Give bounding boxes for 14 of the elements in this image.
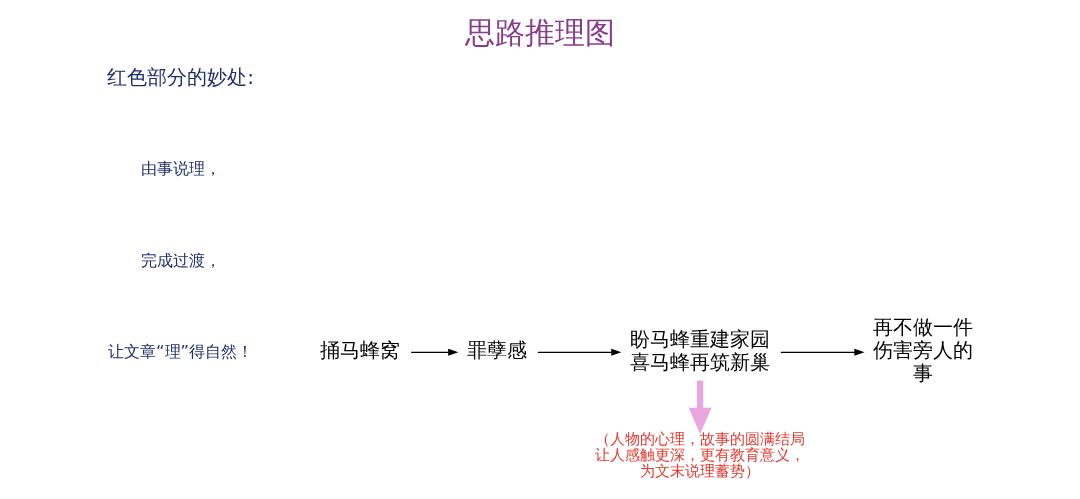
label: 由事说理， — [140, 159, 221, 179]
arrow — [780, 348, 865, 356]
label: 完成过渡， — [140, 250, 221, 270]
arrow — [410, 348, 459, 356]
label: 红色部分的妙处: — [107, 64, 254, 89]
node-text: 罪孽感 — [466, 338, 527, 363]
diagram-title: 思路推理图 — [465, 14, 615, 50]
node-text: 再不做一件伤害旁人的事 — [872, 315, 973, 385]
node-text: （人物的心理，故事的圆满结局让人感触更深，更有教育意义，为文末说理蓄势） — [595, 429, 806, 481]
node-text: 盼马蜂重建家园 喜马蜂再筑新巢 — [630, 326, 771, 374]
node-text: 捅马蜂窝 — [320, 338, 401, 363]
arrow — [537, 348, 622, 356]
label: 让文章“理”得自然！ — [108, 341, 254, 361]
arrow — [688, 380, 712, 434]
